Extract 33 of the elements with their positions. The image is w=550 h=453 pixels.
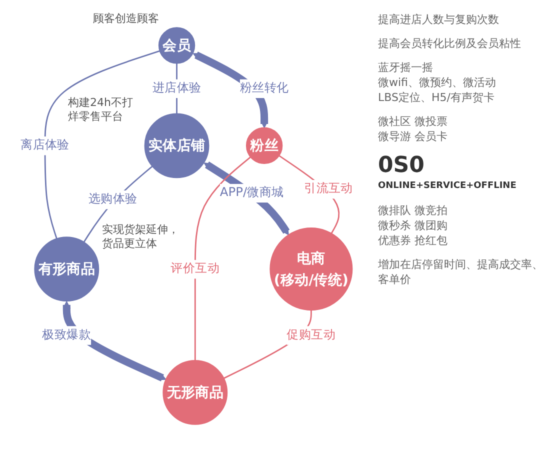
edge-label: 引流互动 — [304, 182, 354, 196]
note-text: 提高会员转化比例及会员粘性 — [378, 36, 521, 51]
node-circle: 电商 (移动/传统) — [270, 228, 353, 311]
note-text: 微社区 微投票 — [378, 114, 448, 129]
note-text: 蓝牙摇一摇 — [378, 60, 433, 75]
arrow — [204, 162, 290, 236]
edge-label: 离店体验 — [20, 138, 70, 152]
node-circle: 粉丝 — [246, 127, 283, 164]
note-text: 微wifi、微预约、微活动 — [378, 75, 496, 90]
node-circle: 实体店铺 — [144, 113, 210, 178]
note-text: 提高进店人数与复购次数 — [378, 12, 499, 27]
node-circle: 无形商品 — [162, 360, 228, 425]
note-text: 微导游 会员卡 — [378, 129, 448, 144]
note-text: 优惠券 抢红包 — [378, 233, 448, 248]
edge-label: 粉丝转化 — [240, 81, 290, 96]
note-text: 微秒杀 微团购 — [378, 218, 448, 233]
edge-label: 评价互动 — [170, 262, 220, 276]
note-text: LBS定位、H5/有声贺卡 — [378, 90, 494, 105]
node-caption: 顾客创造顾客 — [93, 12, 160, 26]
note-text: 微排队 微竞拍 — [378, 203, 448, 218]
node-circle: 有形商品 — [34, 236, 100, 302]
edge-label: 选购体验 — [88, 192, 138, 206]
node-circle: 会员 — [158, 27, 196, 64]
center-subheading: ONLINE+SERVICE+OFFLINE — [378, 180, 516, 193]
edge-label: 进店体验 — [152, 81, 202, 96]
edge-label: 促购互动 — [286, 328, 336, 342]
edge-label: 极致爆款 — [42, 328, 92, 342]
center-heading: 0S0 — [378, 153, 424, 179]
connector — [194, 156, 252, 360]
note-text: 增加在店停留时间、提高成交率、客单价 — [378, 257, 544, 287]
connector — [44, 50, 160, 239]
connector — [84, 166, 153, 242]
edge-label: APP/微商城 — [220, 186, 284, 200]
